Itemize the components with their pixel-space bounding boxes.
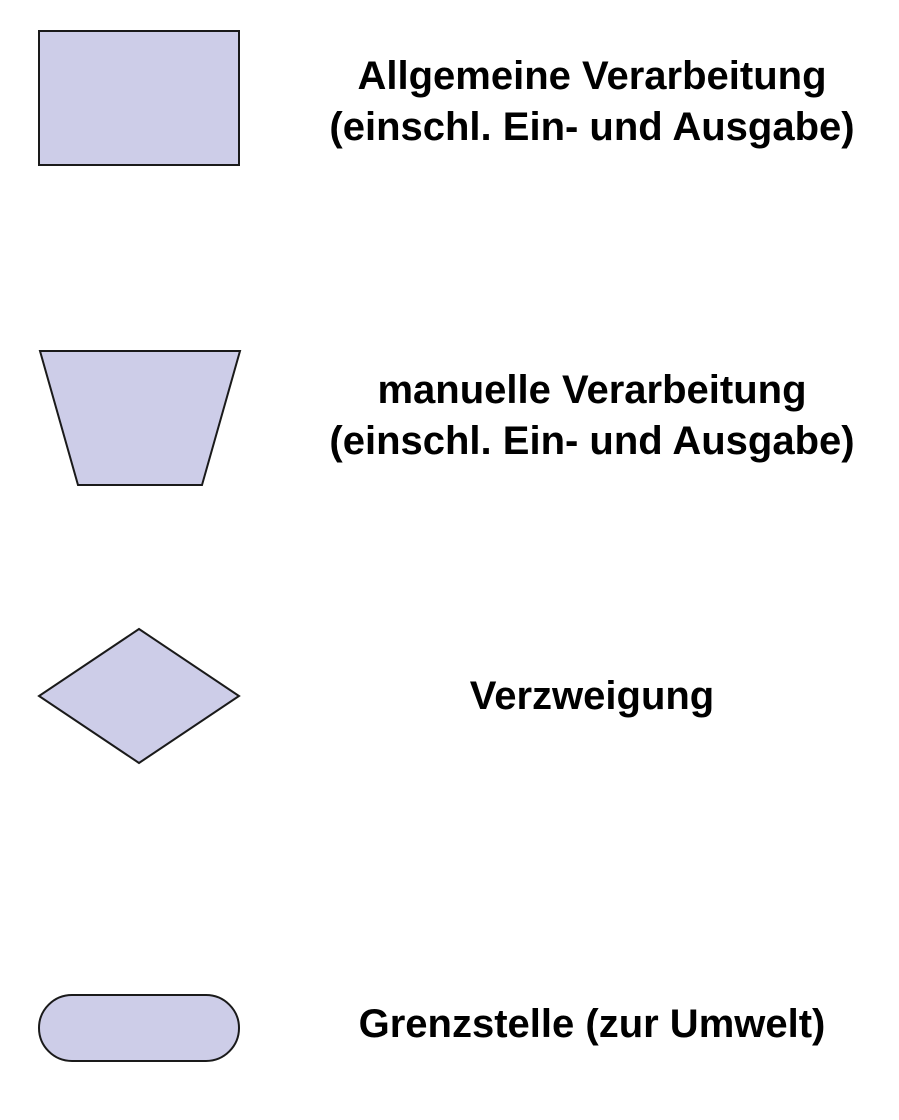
process-rectangle-icon (38, 30, 240, 166)
manual-operation-label: manuelle Verarbeitung (einschl. Ein- und… (290, 365, 894, 467)
process-label-line2: (einschl. Ein- und Ausgabe) (329, 105, 855, 149)
legend-row-decision: Verzweigung (0, 626, 899, 766)
terminal-label-line1: Grenzstelle (zur Umwelt) (358, 1002, 826, 1046)
terminal-symbol (36, 992, 242, 1064)
manual-operation-label-line2: (einschl. Ein- und Ausgabe) (329, 419, 855, 463)
terminal-rounded-rectangle-icon (38, 994, 240, 1062)
process-label-line1: Allgemeine Verarbeitung (357, 54, 827, 98)
process-symbol (36, 28, 242, 168)
manual-operation-symbol (36, 348, 242, 488)
process-label: Allgemeine Verarbeitung (einschl. Ein- u… (290, 51, 894, 153)
decision-diamond-icon (37, 627, 241, 765)
manual-operation-trapezoid-icon (38, 350, 242, 486)
decision-label: Verzweigung (290, 671, 894, 722)
decision-symbol (36, 626, 242, 766)
manual-operation-label-line1: manuelle Verarbeitung (377, 368, 807, 412)
terminal-label: Grenzstelle (zur Umwelt) (290, 999, 894, 1050)
legend-row-terminal: Grenzstelle (zur Umwelt) (0, 992, 899, 1064)
legend-row-process: Allgemeine Verarbeitung (einschl. Ein- u… (0, 28, 899, 168)
legend-row-manual-operation: manuelle Verarbeitung (einschl. Ein- und… (0, 348, 899, 488)
decision-label-line1: Verzweigung (469, 674, 715, 718)
